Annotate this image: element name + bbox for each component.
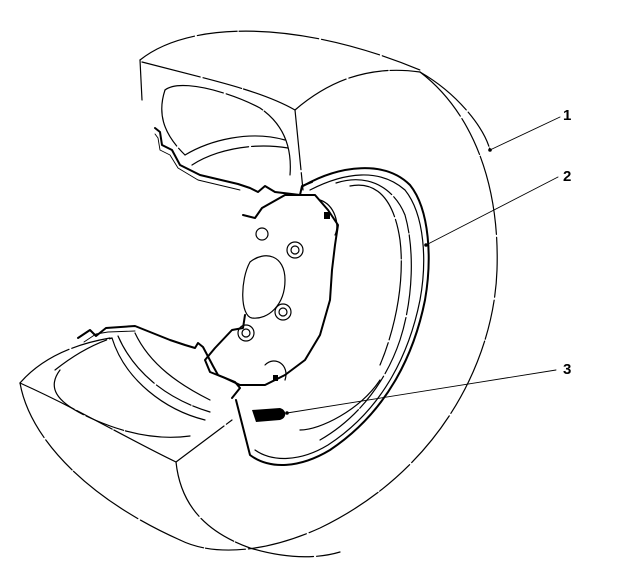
- tire: [19, 30, 498, 558]
- leader-line-3: [286, 369, 557, 414]
- leader-lines: [285, 116, 561, 415]
- callout-label-valve-stem: 3: [563, 361, 572, 378]
- leader-line-2: [425, 176, 559, 246]
- lug-nut: [286, 241, 304, 259]
- valve-stem: [252, 408, 286, 422]
- callout-label-tire: 1: [563, 107, 572, 124]
- wheel-rim: [204, 167, 430, 466]
- square-pad: [273, 375, 278, 381]
- lug-nut: [255, 227, 269, 241]
- callout-label-wheel-rim: 2: [563, 168, 572, 185]
- leader-line-1: [489, 116, 561, 151]
- lug-nut: [237, 324, 255, 342]
- square-pad: [324, 212, 330, 219]
- lug-nut: [274, 303, 292, 321]
